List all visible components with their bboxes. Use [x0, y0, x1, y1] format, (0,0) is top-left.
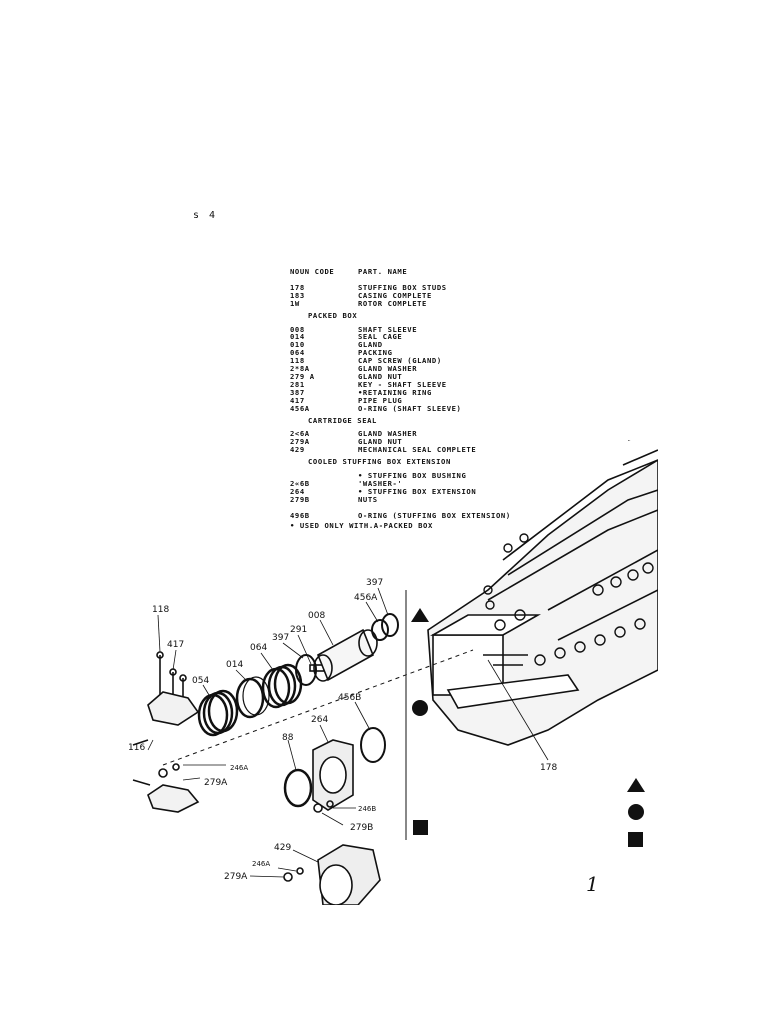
- callout-246b: 246B: [358, 805, 376, 813]
- callout-178: 178: [540, 763, 557, 773]
- gland-halves: [132, 691, 200, 813]
- callout-291: 291: [290, 625, 307, 635]
- retaining-ring: [295, 654, 317, 686]
- casing-bolt-holes: [483, 533, 654, 666]
- header-noun-code: NOUN CODE: [290, 267, 335, 276]
- mechanical-seal: [317, 844, 381, 905]
- callout-246a: 246A: [230, 764, 248, 772]
- packed-box-title: PACKED BOX: [308, 310, 358, 320]
- callout-279a: 279A: [204, 778, 228, 788]
- page-mark: s 4: [193, 210, 218, 221]
- legend-square-icon: [628, 832, 643, 847]
- callout-397-upper: 397: [366, 578, 383, 588]
- parts-row: • STUFFING BOX BUSHING: [358, 471, 467, 481]
- gland-nut-279a-2: [283, 872, 293, 882]
- callout-279b: 279B: [350, 823, 373, 833]
- exploded-view-diagram: 118 417 054 014 064 397 291 008 456A 397…: [128, 440, 658, 905]
- parts-list-header: NOUN CODE PART. NAME: [290, 268, 511, 276]
- figure-number: 1: [586, 872, 599, 896]
- legend-triangle-icon: [627, 778, 645, 792]
- callout-118: 118: [152, 605, 169, 615]
- seal-cage: [235, 677, 265, 719]
- cooled-extension-title: COOLED STUFFING BOX EXTENSION: [308, 457, 451, 467]
- callout-88: 88: [282, 733, 294, 743]
- packing-rings: [197, 689, 239, 737]
- footnote: • USED ONLY WITH.A-PACKED BOX: [290, 520, 433, 530]
- callout-264: 264: [311, 715, 328, 725]
- callout-397: 397: [272, 633, 289, 643]
- triangle-symbol: [411, 608, 429, 622]
- gland-washer-246a-2: [296, 867, 304, 875]
- callout-014: 014: [226, 660, 243, 670]
- callout-456b: 456B: [338, 693, 361, 703]
- callout-054: 054: [192, 676, 209, 686]
- callout-064: 064: [250, 643, 267, 653]
- pump-casing: [427, 440, 658, 746]
- cartridge-seal-title: CARTRIDGE SEAL: [308, 415, 377, 425]
- callout-456a: 456A: [354, 593, 378, 603]
- parts-row: 264• STUFFING BOX EXTENSION: [290, 486, 477, 496]
- stuffing-box-extension: [312, 739, 354, 811]
- circle-symbol: [412, 700, 428, 716]
- square-symbol: [413, 820, 428, 835]
- callout-116: 116: [128, 743, 145, 753]
- callout-429: 429: [274, 843, 291, 853]
- callout-246a-lower: 246A: [252, 860, 270, 868]
- o-ring-sleeve: [371, 619, 389, 641]
- retaining-ring-2: [381, 613, 399, 637]
- callout-417: 417: [167, 640, 184, 650]
- callout-008: 008: [308, 611, 325, 621]
- parts-row: 387•RETAINING RING: [290, 387, 432, 397]
- header-part-name: PART. NAME: [358, 267, 408, 276]
- parts-row: 2«6B'WASHER-': [290, 478, 403, 488]
- washer-246b: [326, 800, 334, 808]
- leader-lines: [147, 587, 549, 878]
- callout-279a-lower: 279A: [224, 872, 248, 882]
- stuffing-box-bushing: [283, 768, 313, 808]
- shaft-sleeve: [313, 628, 378, 682]
- legend-circle-icon: [628, 804, 644, 820]
- nut-279b: [313, 803, 323, 813]
- o-ring-extension: [360, 727, 386, 763]
